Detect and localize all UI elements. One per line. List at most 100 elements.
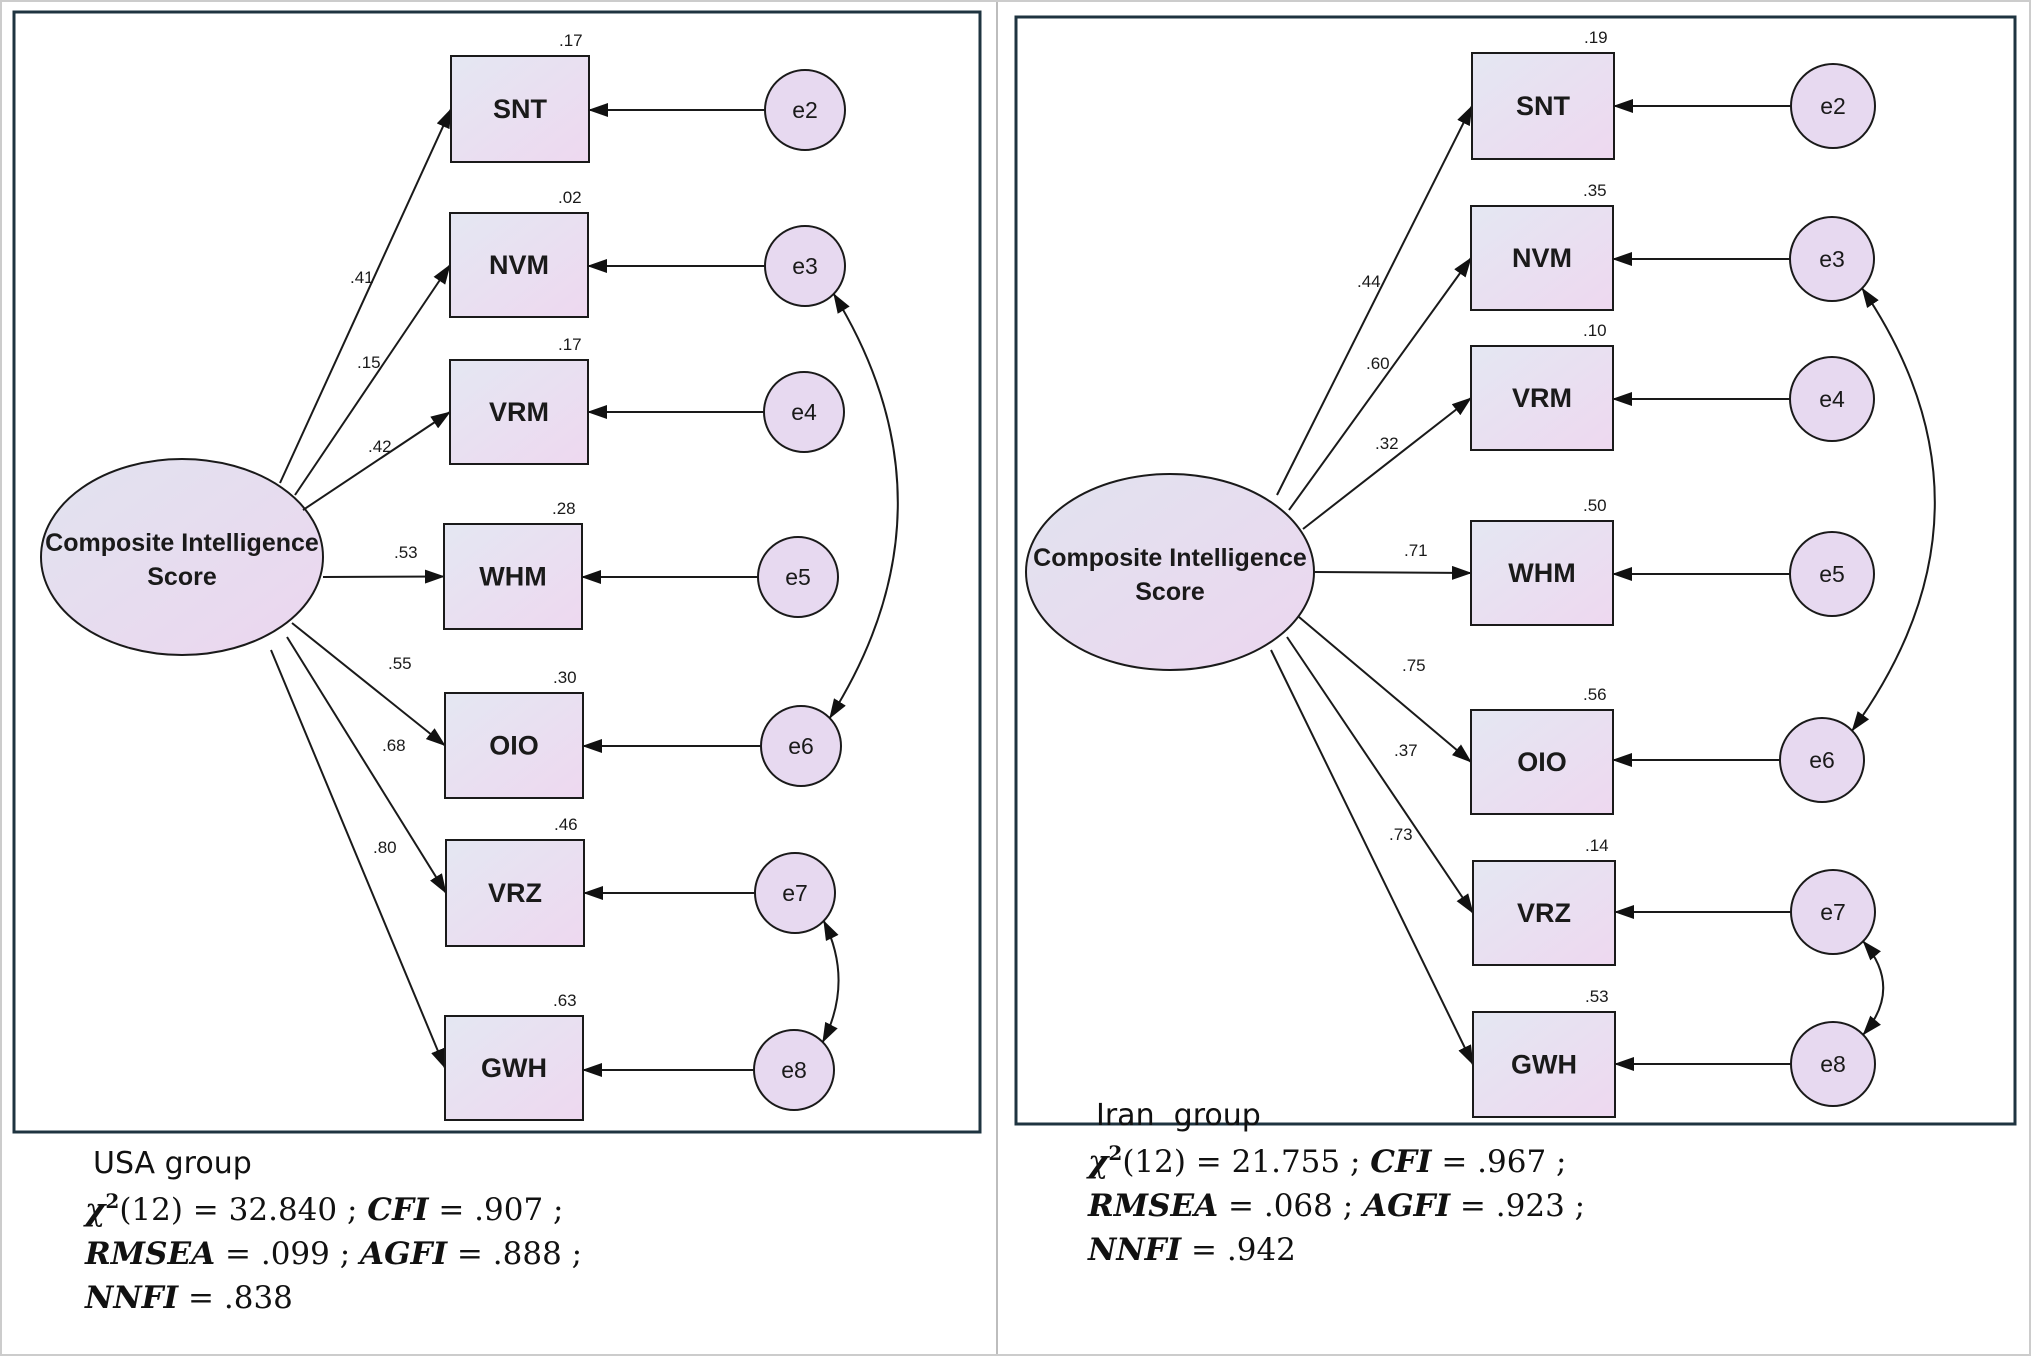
loading-path-vrz [1286, 636, 1474, 914]
indicator-label-snt: SNT [1516, 91, 1571, 121]
loading-path-snt [1276, 105, 1473, 496]
iran-fit-line-3: NNFI = .942 [1087, 1232, 1296, 1268]
loading-path-gwh [270, 649, 446, 1069]
r-squared-vrm: .17 [558, 335, 582, 354]
loading-path-vrm [1302, 397, 1472, 530]
covariance-arc-undefined-undefined [821, 920, 840, 1043]
covariance-arc-undefined-undefined [828, 293, 899, 719]
iran-fit-line-2: RMSEA = .068 ; AGFI = .923 ; [1087, 1188, 1585, 1224]
r-squared-nvm: .02 [558, 188, 582, 207]
indicator-box-snt [1471, 52, 1615, 160]
indicator-label-oio: OIO [489, 731, 539, 761]
r-squared-nvm: .35 [1583, 181, 1607, 200]
latent-factor-ellipse [40, 458, 324, 656]
indicator-box-vrm [449, 359, 589, 465]
loading-path-snt [279, 108, 452, 484]
indicator-box-vrm [1470, 345, 1614, 451]
latent-factor-label: Composite Intelligence [45, 529, 319, 557]
indicator-label-nvm: NVM [489, 250, 549, 280]
loading-coef-vrm: .42 [368, 437, 392, 456]
error-label-e5: e5 [785, 564, 811, 590]
loading-coef-gwh: .73 [1389, 825, 1413, 844]
indicator-label-whm: WHM [479, 562, 546, 592]
latent-factor-label: Composite Intelligence [1033, 544, 1307, 572]
iran-fit-line-1: χ2(12) = 21.755 ; CFI = .967 ; [1086, 1141, 1567, 1180]
indicator-label-oio: OIO [1517, 747, 1567, 777]
error-label-e2: e2 [1820, 93, 1846, 119]
loading-path-gwh [1270, 649, 1474, 1066]
error-label-e4: e4 [791, 399, 817, 425]
latent-factor-ellipse [1025, 473, 1315, 671]
r-squared-vrz: .14 [1585, 836, 1609, 855]
error-label-e3: e3 [792, 253, 818, 279]
loading-coef-vrz: .68 [382, 736, 406, 755]
error-label-e4: e4 [1819, 386, 1845, 412]
r-squared-vrz: .46 [554, 815, 578, 834]
error-label-e7: e7 [782, 880, 808, 906]
indicator-label-snt: SNT [493, 94, 548, 124]
indicator-label-vrz: VRZ [488, 878, 542, 908]
r-squared-vrm: .10 [1583, 321, 1607, 340]
r-squared-gwh: .63 [553, 991, 577, 1010]
loading-path-nvm [1288, 257, 1472, 511]
loading-coef-vrm: .32 [1375, 434, 1399, 453]
covariance-arc-undefined-undefined [1851, 287, 1936, 732]
loading-coef-vrz: .37 [1394, 741, 1418, 760]
loading-path-nvm [294, 264, 451, 496]
loading-coef-snt: .41 [350, 268, 374, 287]
indicator-label-vrm: VRM [1512, 383, 1572, 413]
r-squared-whm: .50 [1583, 496, 1607, 515]
indicator-box-whm [1470, 520, 1614, 626]
loading-path-whm [1313, 565, 1472, 580]
indicator-box-vrz [1472, 860, 1616, 966]
error-label-e3: e3 [1819, 246, 1845, 272]
indicator-box-vrz [445, 839, 585, 947]
loading-coef-oio: .75 [1402, 656, 1426, 675]
r-squared-oio: .56 [1583, 685, 1607, 704]
indicator-label-vrm: VRM [489, 397, 549, 427]
indicator-box-snt [450, 55, 590, 163]
r-squared-oio: .30 [553, 668, 577, 687]
loading-coef-nvm: .15 [357, 353, 381, 372]
indicator-box-oio [444, 692, 584, 799]
indicator-label-vrz: VRZ [1517, 898, 1571, 928]
r-squared-snt: .19 [1584, 28, 1608, 47]
indicator-label-whm: WHM [1508, 558, 1575, 588]
iran-fit-caption: Iran group χ2(12) = 21.755 ; CFI = .967 … [1086, 1098, 1585, 1268]
iran-panel-frame [1014, 15, 2017, 1126]
r-squared-gwh: .53 [1585, 987, 1609, 1006]
indicator-label-nvm: NVM [1512, 243, 1572, 273]
covariance-arc-undefined-undefined [1862, 940, 1885, 1036]
loading-path-whm [322, 569, 445, 584]
latent-factor-label: Score [1135, 578, 1205, 606]
loading-coef-nvm: .60 [1366, 354, 1390, 373]
indicator-box-gwh [444, 1015, 584, 1121]
loading-coef-gwh: .80 [373, 838, 397, 857]
loading-path-oio [1298, 616, 1472, 763]
loading-coef-whm: .53 [394, 543, 418, 562]
r-squared-whm: .28 [552, 499, 576, 518]
usa-fit-line-2: RMSEA = .099 ; AGFI = .888 ; [84, 1236, 582, 1272]
indicator-label-gwh: GWH [481, 1053, 547, 1083]
error-label-e8: e8 [1820, 1051, 1846, 1077]
loading-coef-oio: .55 [388, 654, 412, 673]
error-label-e6: e6 [1809, 747, 1835, 773]
usa-fit-line-1: χ2(12) = 32.840 ; CFI = .907 ; [83, 1189, 564, 1228]
indicator-label-gwh: GWH [1511, 1050, 1577, 1080]
iran-group-label: Iran group [1096, 1098, 1261, 1133]
usa-group-label: USA group [93, 1146, 252, 1181]
error-label-e2: e2 [792, 97, 818, 123]
loading-coef-whm: .71 [1404, 541, 1428, 560]
loading-path-vrm [302, 411, 451, 511]
usa-fit-line-3: NNFI = .838 [84, 1280, 293, 1316]
indicator-box-gwh [1472, 1011, 1616, 1118]
loading-path-oio [291, 622, 446, 747]
usa-sem-panel: Composite IntelligenceScore.41SNT.17e2.1… [40, 31, 899, 1121]
indicator-box-nvm [449, 212, 589, 318]
error-label-e8: e8 [781, 1057, 807, 1083]
loading-coef-snt: .44 [1357, 272, 1381, 291]
